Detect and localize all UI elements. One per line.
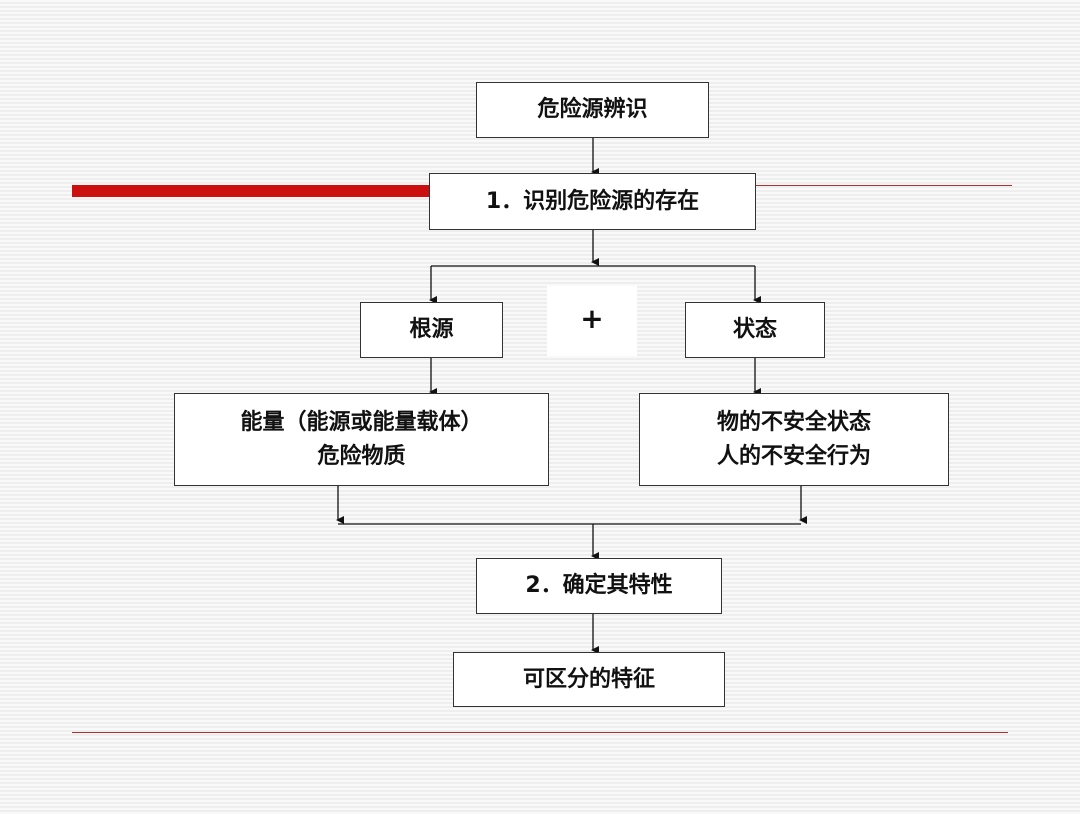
decorative-red-bar: [72, 185, 430, 197]
feature-box-label: 可区分的特征: [522, 666, 655, 692]
unsafe-box-line2: 人的不安全行为: [716, 443, 871, 469]
decorative-red-line-top: [756, 185, 1012, 186]
state-box-label: 状态: [732, 317, 777, 342]
title-box-label: 危险源辨识: [537, 97, 648, 122]
root-box-label: 根源: [409, 317, 454, 342]
energy-box-line1: 能量（能源或能量载体）: [240, 409, 483, 435]
step1-box-label: 1．识别危险源的存在: [485, 188, 700, 214]
energy-box-line2: 危险物质: [317, 443, 406, 469]
feature-box: 可区分的特征: [453, 652, 725, 707]
energy-box: 能量（能源或能量载体） 危险物质: [174, 393, 549, 486]
root-box: 根源: [360, 302, 503, 358]
plus-sign: +: [547, 286, 637, 356]
title-box: 危险源辨识: [476, 82, 709, 138]
step2-box: 2．确定其特性: [476, 558, 722, 614]
step1-box: 1．识别危险源的存在: [429, 173, 756, 230]
decorative-red-line-bottom: [72, 732, 1008, 733]
state-box: 状态: [685, 302, 825, 358]
plus-sign-label: +: [580, 302, 604, 335]
unsafe-box-line1: 物的不安全状态: [716, 409, 871, 435]
unsafe-box: 物的不安全状态 人的不安全行为: [639, 393, 949, 486]
step2-box-label: 2．确定其特性: [525, 573, 673, 598]
